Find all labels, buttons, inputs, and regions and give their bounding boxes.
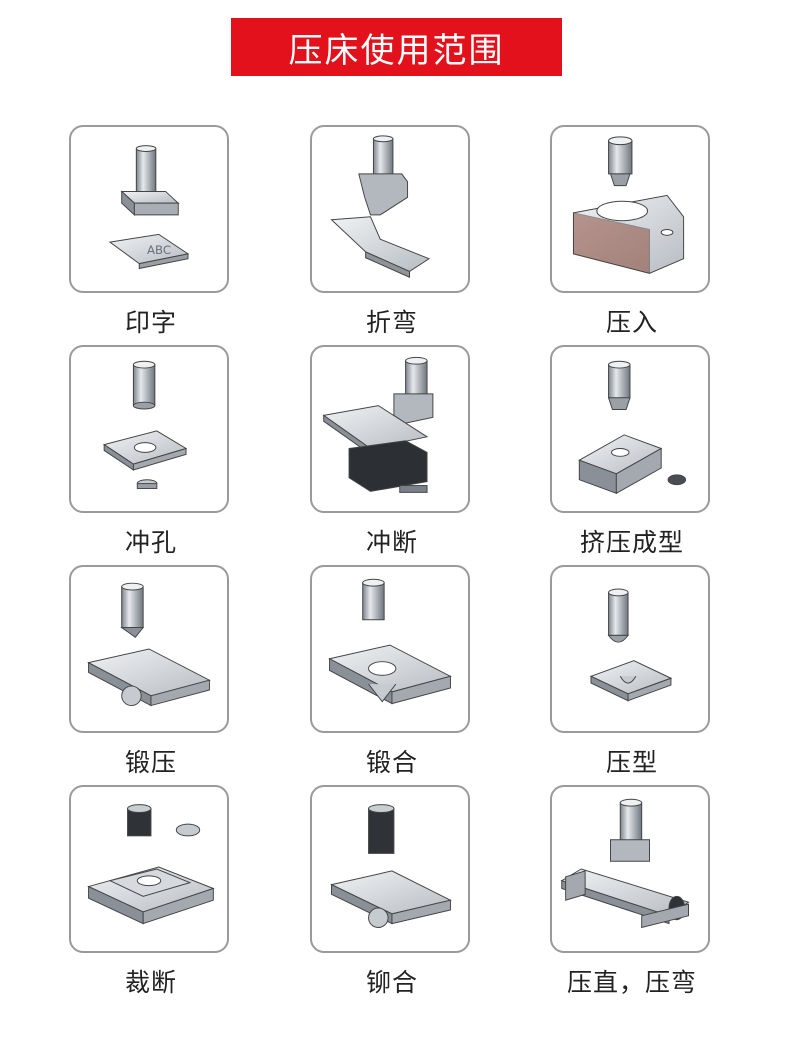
cutting-icon bbox=[322, 356, 434, 493]
riveting-card bbox=[310, 785, 470, 953]
press-fit-card bbox=[550, 125, 710, 293]
item-forge-joining: 锻合 bbox=[310, 565, 474, 779]
straightening-icon bbox=[560, 798, 690, 929]
punching-icon bbox=[102, 360, 188, 489]
riveting-icon bbox=[330, 804, 452, 928]
punching-card bbox=[69, 345, 229, 513]
item-blanking: 裁断 bbox=[69, 785, 233, 999]
item-label: 压入 bbox=[605, 308, 658, 337]
svg-text:ABC: ABC bbox=[147, 243, 171, 257]
forging-card bbox=[69, 565, 229, 733]
forge-joining-icon bbox=[328, 578, 452, 705]
item-label: 锻压 bbox=[124, 748, 177, 777]
bending-icon bbox=[330, 135, 431, 279]
item-stamping: ABC 印字 bbox=[69, 125, 233, 339]
item-label: 锻合 bbox=[365, 748, 418, 777]
item-press-forming: 压型 bbox=[550, 565, 714, 779]
item-riveting: 铆合 bbox=[310, 785, 474, 999]
item-label: 裁断 bbox=[124, 968, 177, 997]
bending-card bbox=[310, 125, 470, 293]
item-label: 挤压成型 bbox=[579, 528, 684, 557]
press-forming-icon bbox=[589, 588, 673, 702]
item-label: 铆合 bbox=[365, 968, 418, 997]
stamping-card: ABC bbox=[69, 125, 229, 293]
item-label: 压直，压弯 bbox=[566, 968, 697, 997]
item-label: 折弯 bbox=[365, 308, 418, 337]
item-cutting: 冲断 bbox=[310, 345, 474, 559]
item-press-fit: 压入 bbox=[550, 125, 714, 339]
item-label: 印字 bbox=[124, 308, 177, 337]
item-bending: 折弯 bbox=[310, 125, 474, 339]
page-title: 压床使用范围 bbox=[231, 18, 562, 76]
stamping-icon: ABC bbox=[108, 145, 190, 270]
item-straightening: 压直，压弯 bbox=[550, 785, 714, 999]
straightening-card bbox=[550, 785, 710, 953]
cutting-card bbox=[310, 345, 470, 513]
forging-icon bbox=[87, 582, 211, 707]
item-label: 压型 bbox=[605, 748, 658, 777]
blanking-icon bbox=[87, 804, 215, 925]
press-fit-icon bbox=[572, 136, 685, 274]
item-forging: 锻压 bbox=[69, 565, 233, 779]
item-punching: 冲孔 bbox=[69, 345, 233, 559]
extrusion-card bbox=[550, 345, 710, 513]
blanking-card bbox=[69, 785, 229, 953]
press-forming-card bbox=[550, 565, 710, 733]
extrusion-icon bbox=[578, 360, 687, 495]
forge-joining-card bbox=[310, 565, 470, 733]
item-extrusion: 挤压成型 bbox=[550, 345, 714, 559]
item-label: 冲孔 bbox=[124, 528, 177, 557]
item-label: 冲断 bbox=[365, 528, 418, 557]
